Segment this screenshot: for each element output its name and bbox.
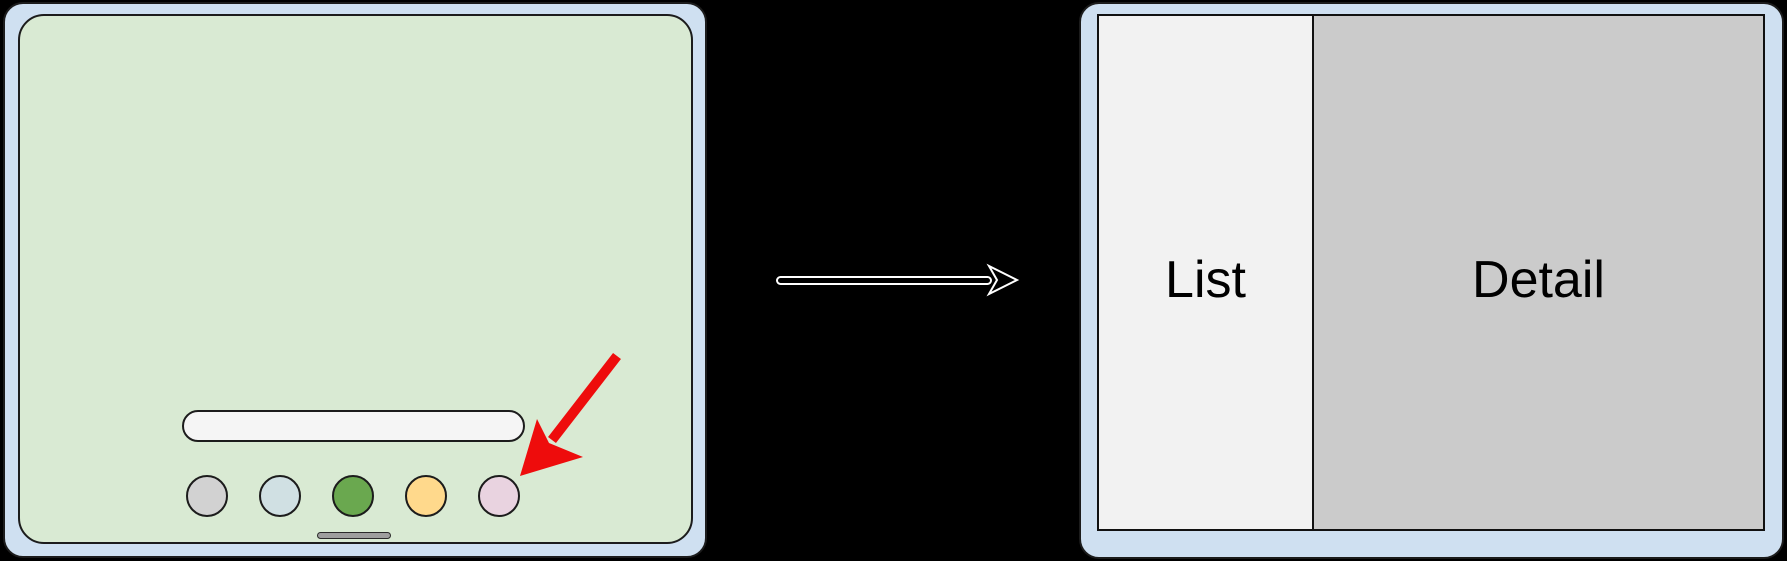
transition-arrow-head [986, 263, 1020, 297]
app-icon-gray[interactable] [186, 475, 228, 517]
detail-pane: Detail [1314, 16, 1763, 529]
app-icon-green[interactable] [332, 475, 374, 517]
app-icon-yellow[interactable] [405, 475, 447, 517]
compact-device-frame [3, 2, 707, 558]
home-indicator[interactable] [317, 532, 391, 539]
search-bar[interactable] [182, 410, 525, 442]
list-pane-label: List [1165, 250, 1246, 309]
detail-pane-label: Detail [1472, 250, 1605, 309]
expanded-device-frame: List Detail [1079, 2, 1784, 559]
app-icon-blue[interactable] [259, 475, 301, 517]
list-pane: List [1099, 16, 1314, 529]
transition-arrow-shaft [776, 276, 992, 285]
list-detail-layout: List Detail [1097, 14, 1765, 531]
app-icon-pink[interactable] [478, 475, 520, 517]
dock [186, 475, 520, 517]
transition-arrow [776, 263, 1020, 297]
compact-home-screen [18, 14, 693, 544]
